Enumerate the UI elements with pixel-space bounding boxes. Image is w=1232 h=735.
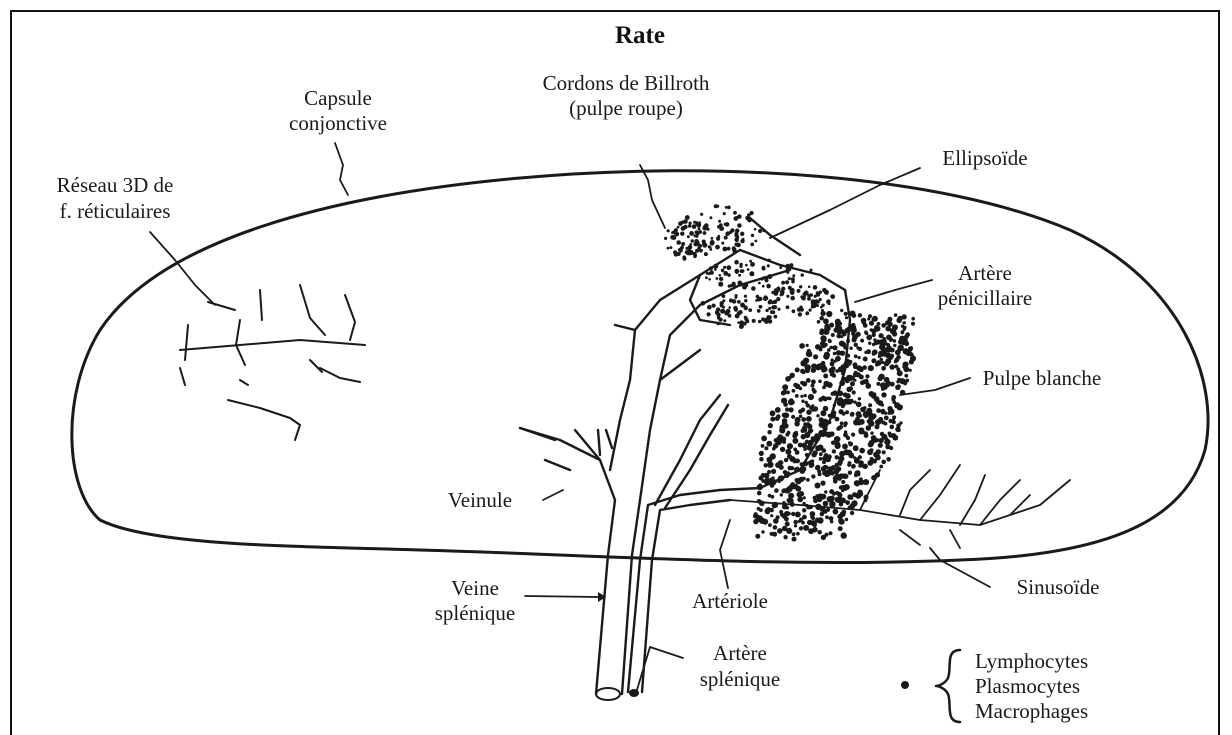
legend-item-plasmocytes: Plasmocytes	[975, 674, 1080, 698]
red-pulp-dots	[664, 204, 835, 329]
label-artere-splenique-line2: splénique	[700, 667, 780, 691]
reticular-fibre-network	[180, 285, 365, 440]
legend-brace-icon	[936, 650, 960, 722]
legend: Lymphocytes Plasmocytes Macrophages	[901, 649, 1088, 723]
leader-lines	[150, 143, 990, 693]
label-artere-penicillaire-line2: pénicillaire	[938, 286, 1032, 310]
label-ellipsoide: Ellipsoïde	[942, 146, 1027, 170]
label-arteriole: Artériole	[692, 589, 768, 613]
white-pulp-dots	[753, 309, 916, 542]
label-capsule-line2: conjonctive	[289, 111, 387, 135]
vessel-tree	[520, 218, 850, 694]
label-veine-splenique-line2: splénique	[435, 601, 515, 625]
legend-dot-icon	[901, 681, 909, 689]
label-reseau-line2: f. réticulaires	[60, 199, 171, 223]
label-cordons-line2: (pulpe roupe)	[569, 96, 683, 120]
splenic-vein-end	[596, 688, 620, 700]
label-veinule: Veinule	[448, 488, 512, 512]
label-artere-splenique-line1: Artère	[713, 641, 767, 665]
label-veine-splenique-line1: Veine	[451, 576, 499, 600]
label-sinusoide: Sinusoïde	[1017, 575, 1100, 599]
label-capsule-line1: Capsule	[304, 86, 372, 110]
legend-item-macrophages: Macrophages	[975, 699, 1088, 723]
label-cordons-line1: Cordons de Billroth	[543, 71, 710, 95]
diagram-title: Rate	[615, 22, 665, 49]
label-pulpe-blanche: Pulpe blanche	[983, 366, 1101, 390]
legend-item-lymphocytes: Lymphocytes	[975, 649, 1088, 673]
label-reseau-line1: Réseau 3D de	[57, 173, 174, 197]
label-artere-penicillaire-line1: Artère	[958, 261, 1012, 285]
